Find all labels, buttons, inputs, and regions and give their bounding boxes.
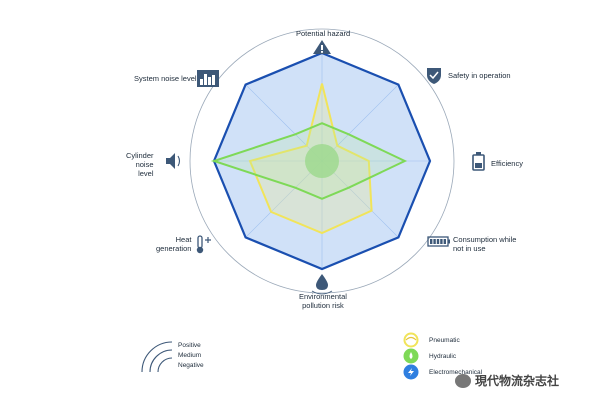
watermark-text: 現代物流杂志社 [475,374,560,388]
axis-label-1: Safety in operation [448,71,511,80]
axis-label-4: Environmental pollution risk [299,292,347,310]
legend-graphics [141,332,419,380]
scale-arc-negative [157,357,173,373]
scale-arc-positive [141,341,173,373]
watermark: 現代物流杂志社 [455,372,559,389]
axis-label-0: Potential hazard [296,29,351,38]
battery-icon [472,152,485,171]
axis-label-6: Cylinder noise level [126,151,154,178]
scale-label-negative: Negative [178,362,204,369]
legend-swatch-pneumatic [403,332,419,348]
legend-label-pneumatic: Pneumatic [429,337,460,344]
legend-swatch-hydraulic [403,348,419,364]
axis-label-3: Consumption while not in use [453,235,517,253]
warning-triangle-icon [313,40,331,54]
droplet-icon [311,274,333,295]
axis-label-5: Heat generation [156,235,192,253]
thermometer-icon [196,235,211,254]
axis-label-2: Efficiency [491,159,523,168]
scale-label-medium: Medium [178,352,202,359]
scale-arc-medium [149,349,173,373]
axis-icons [166,40,485,295]
battery-bars-icon [427,236,450,247]
bar-chart-icon [197,70,219,87]
axis-label-7: System noise level [134,74,197,83]
scale-label-positive: Positive [178,342,201,349]
outer-ring [189,28,455,294]
legend-swatch-electromechanical [403,364,419,380]
wechat-icon [455,373,471,388]
center-circle [305,144,339,178]
legend-label-hydraulic: Hydraulic [429,353,457,360]
legend-label-electromechanical: Electromechanical [429,369,483,376]
center-disc [305,144,339,178]
speaker-icon [166,153,181,169]
shield-check-icon [427,68,441,84]
